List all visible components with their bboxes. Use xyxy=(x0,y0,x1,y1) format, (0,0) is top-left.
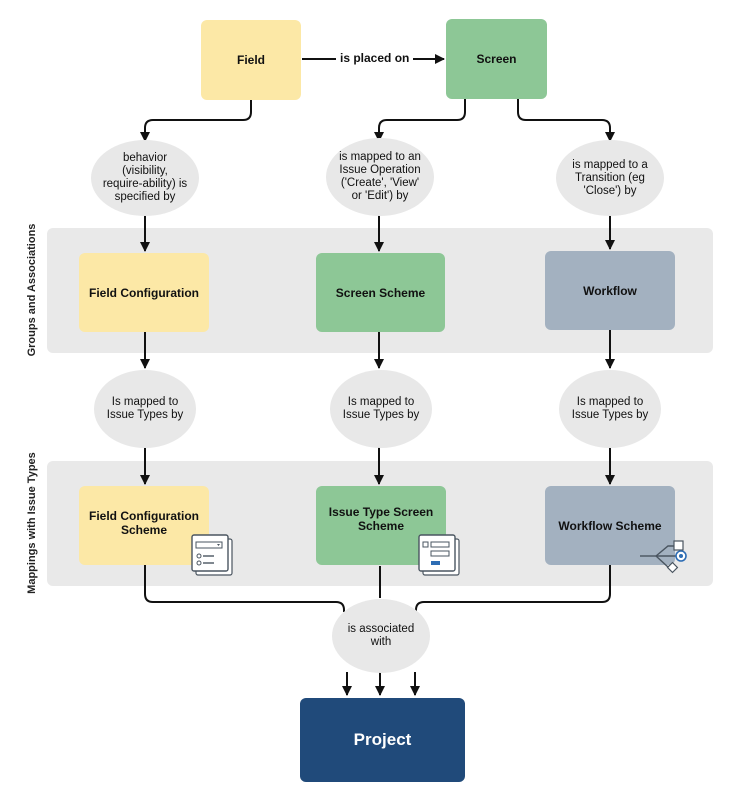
edge-screen-operation xyxy=(374,99,466,142)
screen-scheme-node: Screen Scheme xyxy=(316,253,445,332)
edge-fcscheme-associated xyxy=(144,565,345,612)
edge-field-behavior xyxy=(140,100,252,142)
field-node: Field xyxy=(201,20,301,100)
issue-type-screen-scheme-label: Issue Type Screen Scheme xyxy=(328,504,434,533)
edge-label-placed-on: is placed on xyxy=(336,51,414,65)
field-configuration-scheme-label: Field Configuration Scheme xyxy=(89,508,199,537)
screen-layout-icon xyxy=(418,534,460,576)
bubble-issue-types-3: Is mapped to Issue Types by xyxy=(559,370,661,448)
field-configuration-node: Field Configuration xyxy=(79,253,209,332)
field-configuration-scheme-node: Field Configuration Scheme xyxy=(79,486,209,565)
project-node: Project xyxy=(300,698,465,782)
workflow-branch-icon xyxy=(640,540,687,574)
workflow-scheme-node: Workflow Scheme xyxy=(545,486,675,565)
bubble-issue-types-1: Is mapped to Issue Types by xyxy=(94,370,196,448)
bubble-issue-types-2: Is mapped to Issue Types by xyxy=(330,370,432,448)
workflow-node: Workflow xyxy=(545,251,675,330)
edge-wfscheme-associated xyxy=(415,565,611,612)
edge-screen-transition xyxy=(517,99,615,142)
bubble-issue-operation: is mapped to an Issue Operation ('Create… xyxy=(326,138,434,216)
bubble-behavior: behavior (visibility, require-ability) i… xyxy=(91,140,199,216)
form-fields-icon xyxy=(191,534,233,576)
issue-type-screen-scheme-node: Issue Type Screen Scheme xyxy=(316,486,446,565)
screen-node: Screen xyxy=(446,19,547,99)
bubble-transition: is mapped to a Transition (eg 'Close') b… xyxy=(556,140,664,216)
workflow-scheme-label: Workflow Scheme xyxy=(558,518,662,533)
bubble-associated: is associated with xyxy=(332,599,430,673)
